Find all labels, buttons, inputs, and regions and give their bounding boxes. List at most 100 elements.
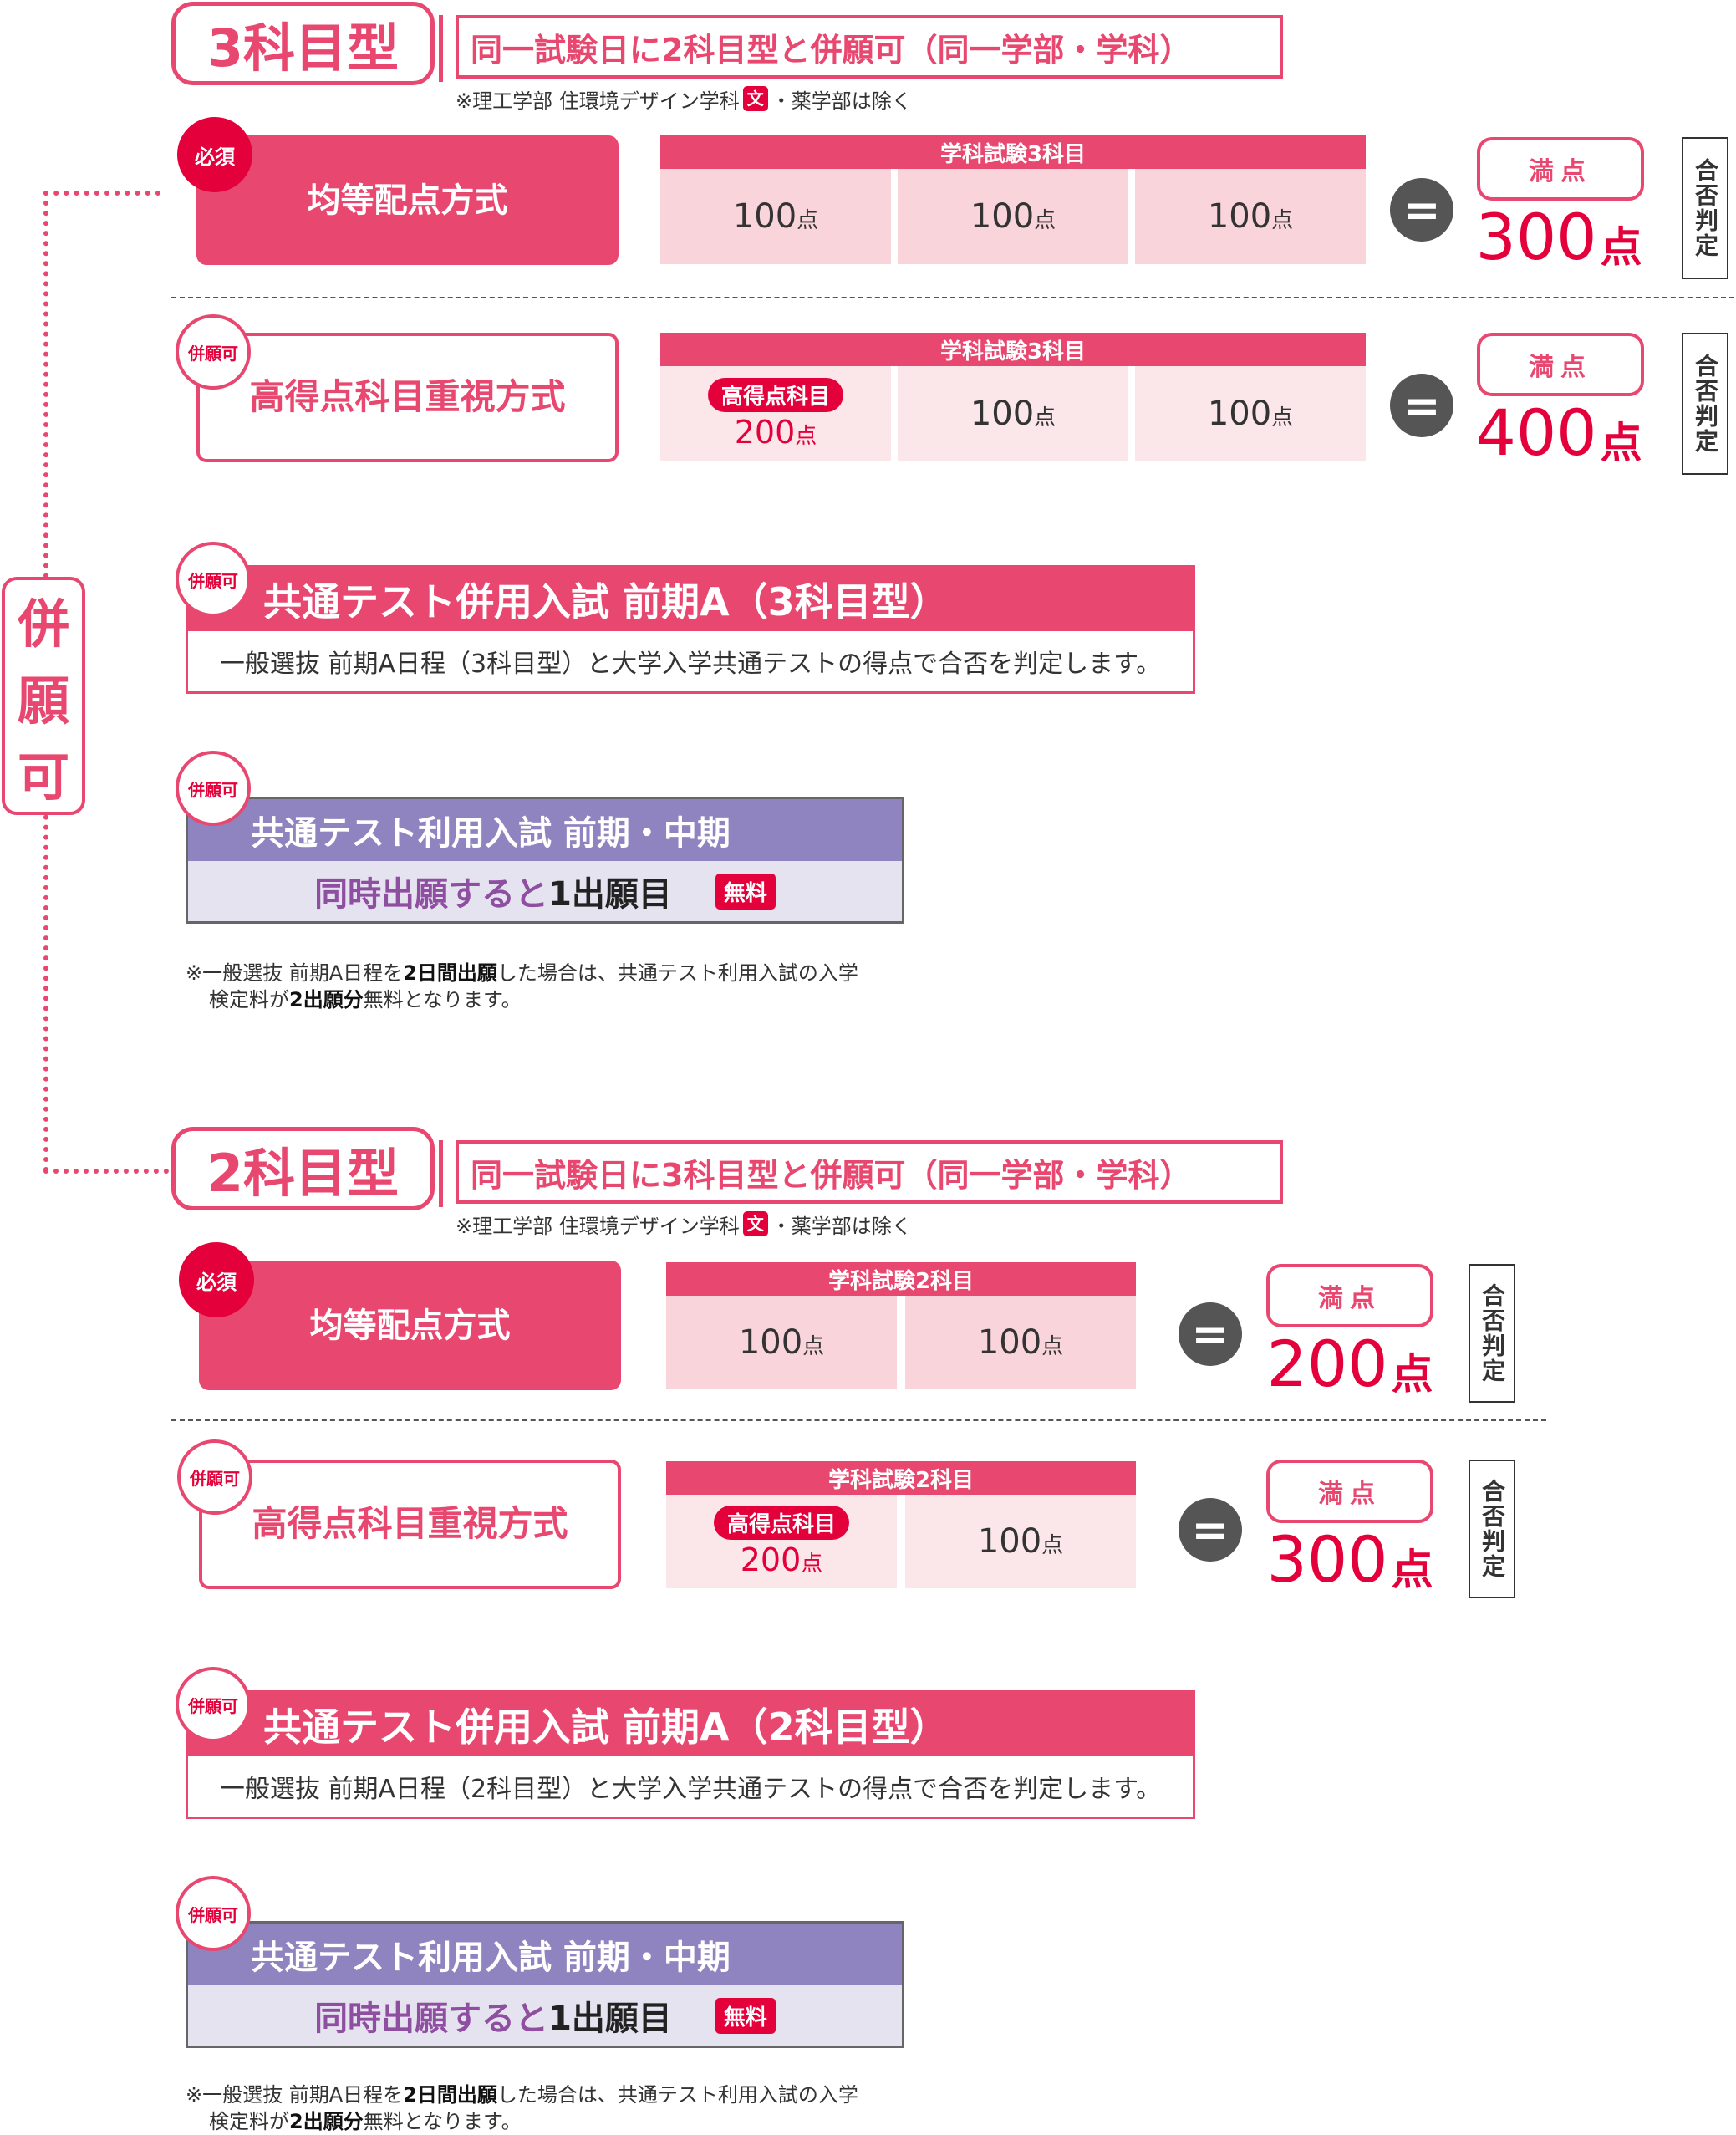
- note-text-after: ・薬学部は除く: [771, 1214, 912, 1238]
- pass-fail-judgment: 合否判定: [1469, 1460, 1515, 1598]
- high-score-subject-label: 高得点科目: [713, 1505, 849, 1540]
- full-score-number: 300: [1266, 1522, 1388, 1597]
- score-value: 100: [970, 395, 1035, 433]
- score-cell: 100点: [898, 169, 1128, 264]
- score-value: 100: [977, 1522, 1042, 1561]
- score-table-header: 学科試験3科目: [660, 333, 1366, 366]
- full-score-number: 400: [1475, 395, 1597, 470]
- equal-weight-method: 均等配点方式: [196, 135, 619, 265]
- full-score-unit: 点: [1600, 223, 1642, 272]
- side-char-1: 併: [17, 593, 69, 655]
- equals-sign: =: [1179, 1498, 1242, 1562]
- humanities-badge: 文: [742, 1211, 768, 1236]
- combo-description: 一般選抜 前期A日程（3科目型）と大学入学共通テストの得点で合否を判定します。: [219, 650, 1162, 679]
- footnote-text: 無料となります。: [363, 2110, 522, 2133]
- equals-sign: =: [1179, 1302, 1242, 1366]
- footnote-text: 無料となります。: [363, 988, 522, 1011]
- footnote-bold: 2出願分: [289, 988, 364, 1011]
- simultaneous-application-text: 同時出願すると: [314, 2000, 549, 2038]
- footnote-text: 検定料が: [209, 988, 289, 1011]
- score-unit: 点: [795, 423, 817, 449]
- score-value: 100: [977, 1323, 1042, 1362]
- method-divider: [171, 1419, 1546, 1421]
- pass-fail-judgment: 合否判定: [1682, 137, 1728, 279]
- score-value: 100: [738, 1323, 803, 1362]
- full-score-label: 満点: [1477, 333, 1644, 396]
- score-cell: 100点: [1135, 366, 1366, 461]
- footnote-bold: 2日間出願: [403, 2083, 497, 2107]
- combo-body: 同時出願すると 1出願目 無料: [188, 1985, 902, 2046]
- note-text-before: ※理工学部 住環境デザイン学科: [456, 1214, 740, 1238]
- section-2-exclusion-note: ※理工学部 住環境デザイン学科 文 ・薬学部は除く: [456, 1209, 912, 1239]
- side-char-2: 願: [17, 670, 69, 731]
- score-table-header: 学科試験2科目: [666, 1461, 1136, 1495]
- common-test-combined-box: 共通テスト併用入試 前期A（3科目型） 一般選抜 前期A日程（3科目型）と大学入…: [186, 565, 1195, 694]
- footnote-text: した場合は、共通テスト利用入試の入学: [496, 2083, 858, 2107]
- full-score-unit: 点: [1391, 1350, 1433, 1399]
- free-badge: 無料: [715, 873, 776, 910]
- title-separator: [439, 15, 443, 82]
- concurrent-badge: 併願可: [176, 751, 251, 826]
- free-badge: 無料: [715, 1997, 776, 2034]
- full-score-unit: 点: [1600, 419, 1642, 467]
- combo-header: 共通テスト併用入試 前期A（2科目型）: [188, 1693, 1193, 1756]
- section-2-subtitle: 同一試験日に3科目型と併願可（同一学部・学科）: [456, 1140, 1283, 1204]
- score-value: 200: [740, 1541, 802, 1578]
- combo-header: 共通テスト利用入試 前期・中期: [188, 799, 902, 861]
- simultaneous-application-text: 同時出願すると: [314, 875, 549, 914]
- concurrent-application-label: 併 願 可: [2, 577, 85, 815]
- first-application-text: 1出願目: [548, 2000, 672, 2038]
- section-3-subject-title: 3科目型: [171, 2, 435, 85]
- common-test-usage-box: 共通テスト利用入試 前期・中期 同時出願すると 1出願目 無料: [186, 1921, 904, 2048]
- score-cell: 100点: [660, 169, 891, 264]
- note-text-before: ※理工学部 住環境デザイン学科: [456, 89, 740, 113]
- footnote-bold: 2日間出願: [403, 961, 497, 985]
- score-unit: 点: [1034, 405, 1056, 431]
- fee-footnote: ※一般選抜 前期A日程を2日間出願した場合は、共通テスト利用入試の入学 検定料が…: [186, 2081, 938, 2135]
- equals-sign: =: [1390, 374, 1453, 437]
- concurrent-badge: 併願可: [176, 1667, 251, 1742]
- method-divider: [171, 297, 1734, 298]
- score-table-header: 学科試験2科目: [666, 1262, 1136, 1296]
- equal-weight-method: 均等配点方式: [199, 1261, 621, 1390]
- humanities-badge: 文: [742, 86, 768, 111]
- full-score-label: 満点: [1266, 1264, 1433, 1327]
- high-score-emphasis-method: 高得点科目重視方式: [196, 333, 619, 462]
- high-score-subject-label: 高得点科目: [707, 377, 843, 412]
- score-table-header: 学科試験3科目: [660, 135, 1366, 169]
- score-cell: 100点: [898, 366, 1128, 461]
- combo-description: 一般選抜 前期A日程（2科目型）と大学入学共通テストの得点で合否を判定します。: [219, 1775, 1162, 1804]
- common-test-combined-box: 共通テスト併用入試 前期A（2科目型） 一般選抜 前期A日程（2科目型）と大学入…: [186, 1690, 1195, 1819]
- method-name: 均等配点方式: [309, 1306, 511, 1345]
- concurrent-badge: 併願可: [176, 1876, 251, 1951]
- score-value: 100: [1207, 395, 1272, 433]
- concurrent-badge: 併願可: [177, 1439, 252, 1515]
- concurrent-badge: 併願可: [176, 542, 251, 617]
- combo-header: 共通テスト利用入試 前期・中期: [188, 1924, 902, 1985]
- score-cell: 100点: [905, 1296, 1136, 1389]
- score-value: 200: [734, 413, 796, 451]
- section-3-exclusion-note: ※理工学部 住環境デザイン学科 文 ・薬学部は除く: [456, 84, 912, 114]
- first-application-text: 1出願目: [548, 875, 672, 914]
- method-name: 高得点科目重視方式: [252, 1503, 568, 1544]
- score-unit: 点: [1041, 1533, 1064, 1558]
- high-score-emphasis-method: 高得点科目重視方式: [199, 1460, 621, 1589]
- score-value: 100: [1207, 197, 1272, 236]
- score-unit: 点: [802, 1334, 825, 1359]
- side-char-3: 可: [17, 746, 69, 808]
- highlighted-score-cell: 高得点科目 200点: [660, 366, 891, 461]
- score-unit: 点: [797, 208, 819, 233]
- score-unit: 点: [1271, 208, 1294, 233]
- pass-fail-judgment: 合否判定: [1682, 333, 1728, 475]
- score-value: 100: [732, 197, 797, 236]
- footnote-text: ※一般選抜 前期A日程を: [186, 2083, 404, 2107]
- score-cell: 100点: [905, 1495, 1136, 1588]
- method-name: 高得点科目重視方式: [249, 376, 566, 417]
- score-unit: 点: [1034, 208, 1056, 233]
- score-cell: 100点: [1135, 169, 1366, 264]
- pass-fail-judgment: 合否判定: [1469, 1264, 1515, 1403]
- section-2-subject-title: 2科目型: [171, 1127, 435, 1210]
- combo-body: 同時出願すると 1出願目 無料: [188, 861, 902, 921]
